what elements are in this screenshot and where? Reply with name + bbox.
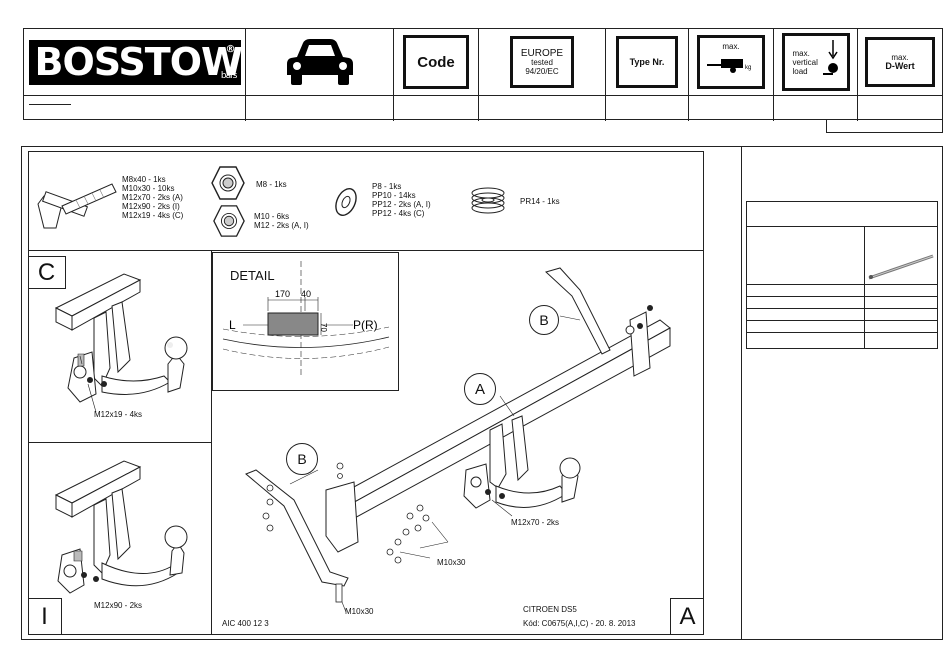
value-cell [24, 96, 246, 121]
detail-left-label: L [229, 318, 236, 332]
header-table: BOSSTOW®bars Code EUROPE tested 94/20/EC… [23, 28, 943, 121]
variant-i-letter: I [28, 598, 62, 635]
car-icon [286, 39, 353, 85]
table-row [747, 296, 937, 297]
callout-b-left: B [286, 443, 318, 475]
table-row [747, 226, 937, 227]
detail-right-label: P(R) [353, 318, 378, 332]
table-row [747, 308, 937, 309]
detail-box [212, 252, 399, 391]
europe-box: EUROPE tested 94/20/EC [510, 36, 574, 88]
dwert-cell: max. D-Wert [858, 29, 942, 95]
callout-b-right: B [529, 305, 559, 335]
code-cell: Code [394, 29, 479, 95]
detail-cross-section: 170 40 70 L P(R) [222, 261, 390, 377]
bolt-m10x30-bottom-label: M10x30 [345, 607, 374, 616]
svg-text:kg: kg [745, 65, 751, 71]
variant-i-towbar-drawing [54, 460, 188, 594]
vertical-load-box: max. vertical load [781, 33, 850, 91]
drawing-frame [21, 146, 943, 640]
detail-dim-40: 40 [301, 289, 311, 299]
vertical-load-cell: max. vertical load [774, 29, 858, 95]
code-box: Code [403, 35, 469, 89]
down-arrow-icon [822, 40, 838, 75]
table-row [747, 320, 937, 321]
value-cell [246, 96, 394, 121]
variant-i-bolt-label: M12x90 - 2ks [94, 601, 143, 610]
nut-icon [213, 205, 245, 237]
table-row [747, 284, 937, 285]
bolt-m10x30-label: M10x30 [437, 558, 466, 567]
nut-icon [211, 166, 245, 200]
detail-title: DETAIL [230, 268, 275, 283]
table-column-divider [864, 226, 865, 349]
detail-dim-70: 70 [319, 323, 328, 332]
variant-c-towbar-drawing [54, 273, 188, 413]
value-cell [689, 96, 774, 121]
logo-cell: BOSSTOW®bars [24, 29, 246, 95]
nut-m8-label: M8 - 1ks [256, 180, 287, 189]
value-cell [606, 96, 689, 121]
value-cell [774, 96, 858, 121]
drawing-border [28, 151, 704, 635]
washer-icon [335, 188, 357, 216]
wiring-harness-icon [868, 254, 934, 280]
value-cell [479, 96, 606, 121]
product-code: AIC 400 12 3 [222, 619, 269, 628]
detail-dim-170: 170 [275, 289, 290, 299]
bolt-icon [37, 183, 117, 229]
table-row [747, 332, 937, 333]
max-load-cell: max. kg [689, 29, 774, 95]
variant-c-letter: C [28, 256, 66, 289]
variants-divider [28, 442, 212, 443]
side-table [746, 201, 938, 349]
towbar-assembly-drawing [245, 267, 671, 613]
bolt-m12x70-label: M12x70 - 2ks [511, 518, 560, 527]
dwert-box: max. D-Wert [865, 37, 935, 87]
type-cell: Type Nr. [606, 29, 689, 95]
header-extra-cell [826, 120, 943, 133]
variant-c-bolt-label: M12x19 - 4ks [94, 410, 143, 419]
type-box: Type Nr. [616, 36, 678, 88]
europe-cell: EUROPE tested 94/20/EC [479, 29, 606, 95]
kod-line: Kód: C0675(A,I,C) - 20. 8. 2013 [523, 619, 636, 628]
spring-washer-label: PR14 - 1ks [520, 197, 560, 206]
max-load-box: max. kg [697, 35, 765, 89]
header-value-row [24, 95, 942, 121]
car-cell [246, 29, 394, 95]
spring-washer-icon [471, 187, 505, 214]
bosstow-logo: BOSSTOW®bars [28, 39, 243, 85]
callout-a: A [464, 373, 496, 405]
value-cell [394, 96, 479, 121]
assembly-letter: A [670, 598, 704, 635]
trailer-icon: kg [707, 59, 751, 73]
hardware-divider [28, 250, 704, 251]
vehicle-name: CITROEN DS5 [523, 605, 577, 614]
frame-divider [741, 146, 742, 640]
